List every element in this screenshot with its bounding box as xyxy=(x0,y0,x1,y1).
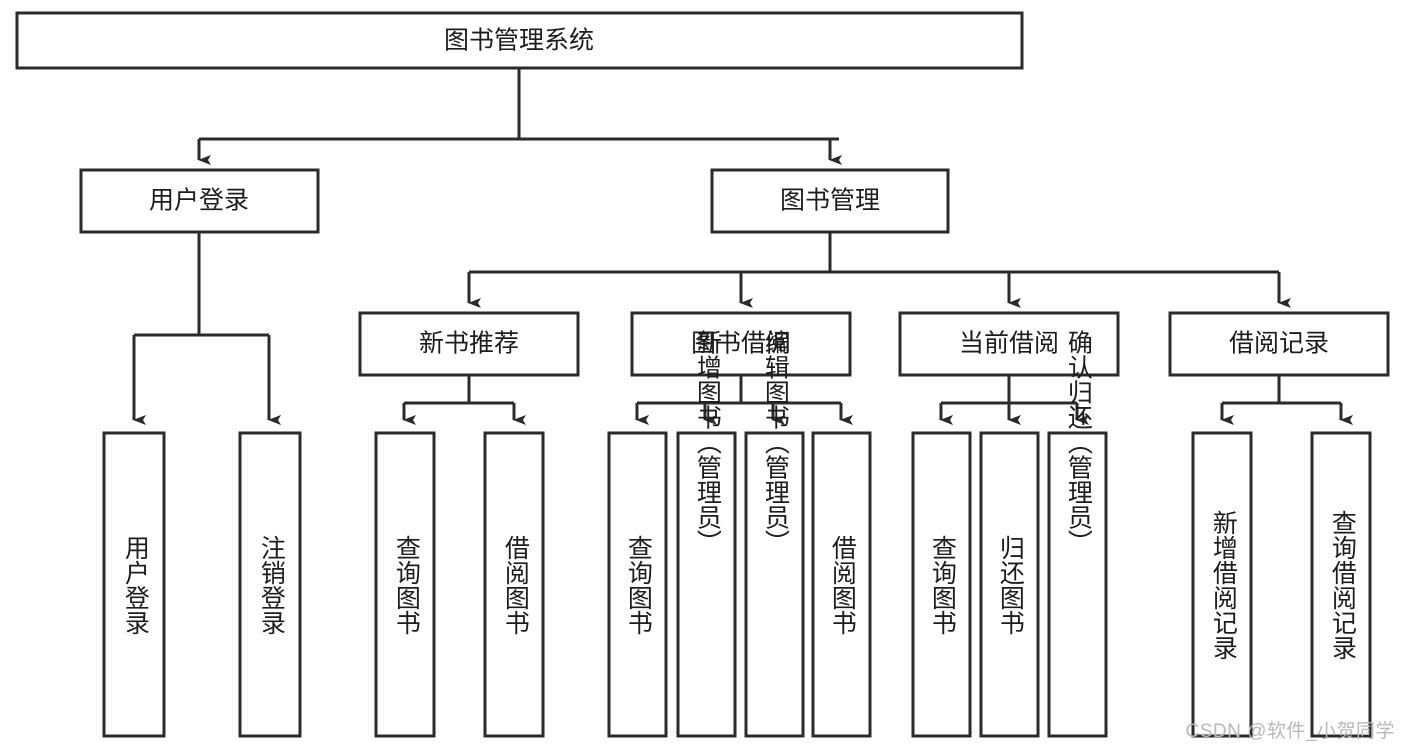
node-new-book-recommend-label: 新书推荐 xyxy=(419,330,519,358)
leaf-query-book-3-label: 查询图书 xyxy=(928,535,957,635)
leaf-node[interactable]: 查询图书 xyxy=(911,431,972,738)
connectors-root-to-level2 xyxy=(197,68,842,165)
leaf-add-book-box[interactable] xyxy=(676,431,737,738)
node-current-borrow[interactable]: 当前借阅 xyxy=(898,311,1120,377)
leaf-node[interactable]: 新增图书（管理员） xyxy=(676,330,737,738)
leaf-node[interactable]: 编辑图书（管理员） xyxy=(744,330,805,738)
node-new-book-recommend-box[interactable] xyxy=(358,311,580,377)
leaf-borrow-book-2-box[interactable] xyxy=(811,431,872,738)
node-root-box[interactable] xyxy=(15,11,1024,70)
leaf-query-record-label: 查询借阅记录 xyxy=(1328,510,1357,660)
node-root-label: 图书管理系统 xyxy=(444,27,594,55)
leaf-return-book-box[interactable] xyxy=(979,431,1040,738)
node-current-borrow-label: 当前借阅 xyxy=(959,330,1059,358)
leaf-query-book-1-box[interactable] xyxy=(374,431,436,738)
leaf-node[interactable]: 查询借阅记录 xyxy=(1310,431,1372,738)
connectors-new-book-recommend-to-leaves xyxy=(402,375,526,425)
leaf-confirm-return-box[interactable] xyxy=(1047,431,1108,738)
connectors-current-borrow-to-leaves xyxy=(939,375,1089,425)
node-user-login-label: 用户登录 xyxy=(149,187,249,215)
leaf-add-book-label: 新增图书（管理员） xyxy=(693,330,722,555)
leaf-return-book-label: 归还图书 xyxy=(996,535,1025,635)
leaf-node[interactable]: 借阅图书 xyxy=(811,431,872,738)
leaf-borrow-book-1-box[interactable] xyxy=(483,431,545,738)
node-book-manage-label: 图书管理 xyxy=(780,187,880,215)
leaf-node[interactable]: 归还图书 xyxy=(979,431,1040,738)
leaf-query-book-1-label: 查询图书 xyxy=(392,535,421,635)
leaf-query-book-2-label: 查询图书 xyxy=(624,535,653,635)
leaf-node[interactable]: 用户登录 xyxy=(102,431,166,738)
node-new-book-recommend[interactable]: 新书推荐 xyxy=(358,311,580,377)
connectors-book-manage-to-level3 xyxy=(467,232,1291,308)
node-borrow-record-label: 借阅记录 xyxy=(1229,330,1329,358)
leaf-node[interactable]: 查询图书 xyxy=(374,431,436,738)
node-borrow-record-box[interactable] xyxy=(1168,311,1390,377)
node-book-borrow-box[interactable] xyxy=(630,311,852,377)
leaf-borrow-book-2-label: 借阅图书 xyxy=(828,535,857,635)
leaf-edit-book-label: 编辑图书（管理员） xyxy=(761,330,790,555)
leaf-query-book-3-box[interactable] xyxy=(911,431,972,738)
node-borrow-record[interactable]: 借阅记录 xyxy=(1168,311,1390,377)
leaf-add-record-box[interactable] xyxy=(1191,431,1253,738)
leaf-confirm-return-label: 确认归还（管理员） xyxy=(1064,330,1093,555)
leaf-query-record-box[interactable] xyxy=(1310,431,1372,738)
leaf-node[interactable]: 新增借阅记录 xyxy=(1191,431,1253,738)
leaf-node[interactable]: 借阅图书 xyxy=(483,431,545,738)
leaf-add-record-label: 新增借阅记录 xyxy=(1209,510,1238,660)
leaf-user-login-box[interactable] xyxy=(102,431,166,738)
node-user-login-box[interactable] xyxy=(79,168,320,234)
node-book-manage[interactable]: 图书管理 xyxy=(710,168,950,234)
leaf-borrow-book-1-label: 借阅图书 xyxy=(501,535,530,635)
connectors-book-borrow-to-leaves xyxy=(635,375,853,425)
leaf-edit-book-box[interactable] xyxy=(744,431,805,738)
connectors-user-login-to-leaves xyxy=(132,232,281,425)
connectors-borrow-record-to-leaves xyxy=(1220,375,1353,425)
node-user-login[interactable]: 用户登录 xyxy=(79,168,320,234)
leaf-logout-label: 注销登录 xyxy=(257,535,286,635)
node-book-manage-box[interactable] xyxy=(710,168,950,234)
node-root[interactable]: 图书管理系统 xyxy=(15,11,1024,70)
node-current-borrow-box[interactable] xyxy=(898,311,1120,377)
leaf-node[interactable]: 确认归还（管理员） xyxy=(1047,330,1108,738)
leaf-node[interactable]: 注销登录 xyxy=(238,431,302,738)
leaf-logout-box[interactable] xyxy=(238,431,302,738)
leaf-query-book-2-box[interactable] xyxy=(607,431,668,738)
leaf-node[interactable]: 查询图书 xyxy=(607,431,668,738)
node-book-borrow[interactable]: 图书借阅 xyxy=(630,311,852,377)
leaf-user-login-label: 用户登录 xyxy=(121,535,150,635)
node-book-borrow-label: 图书借阅 xyxy=(691,330,791,358)
